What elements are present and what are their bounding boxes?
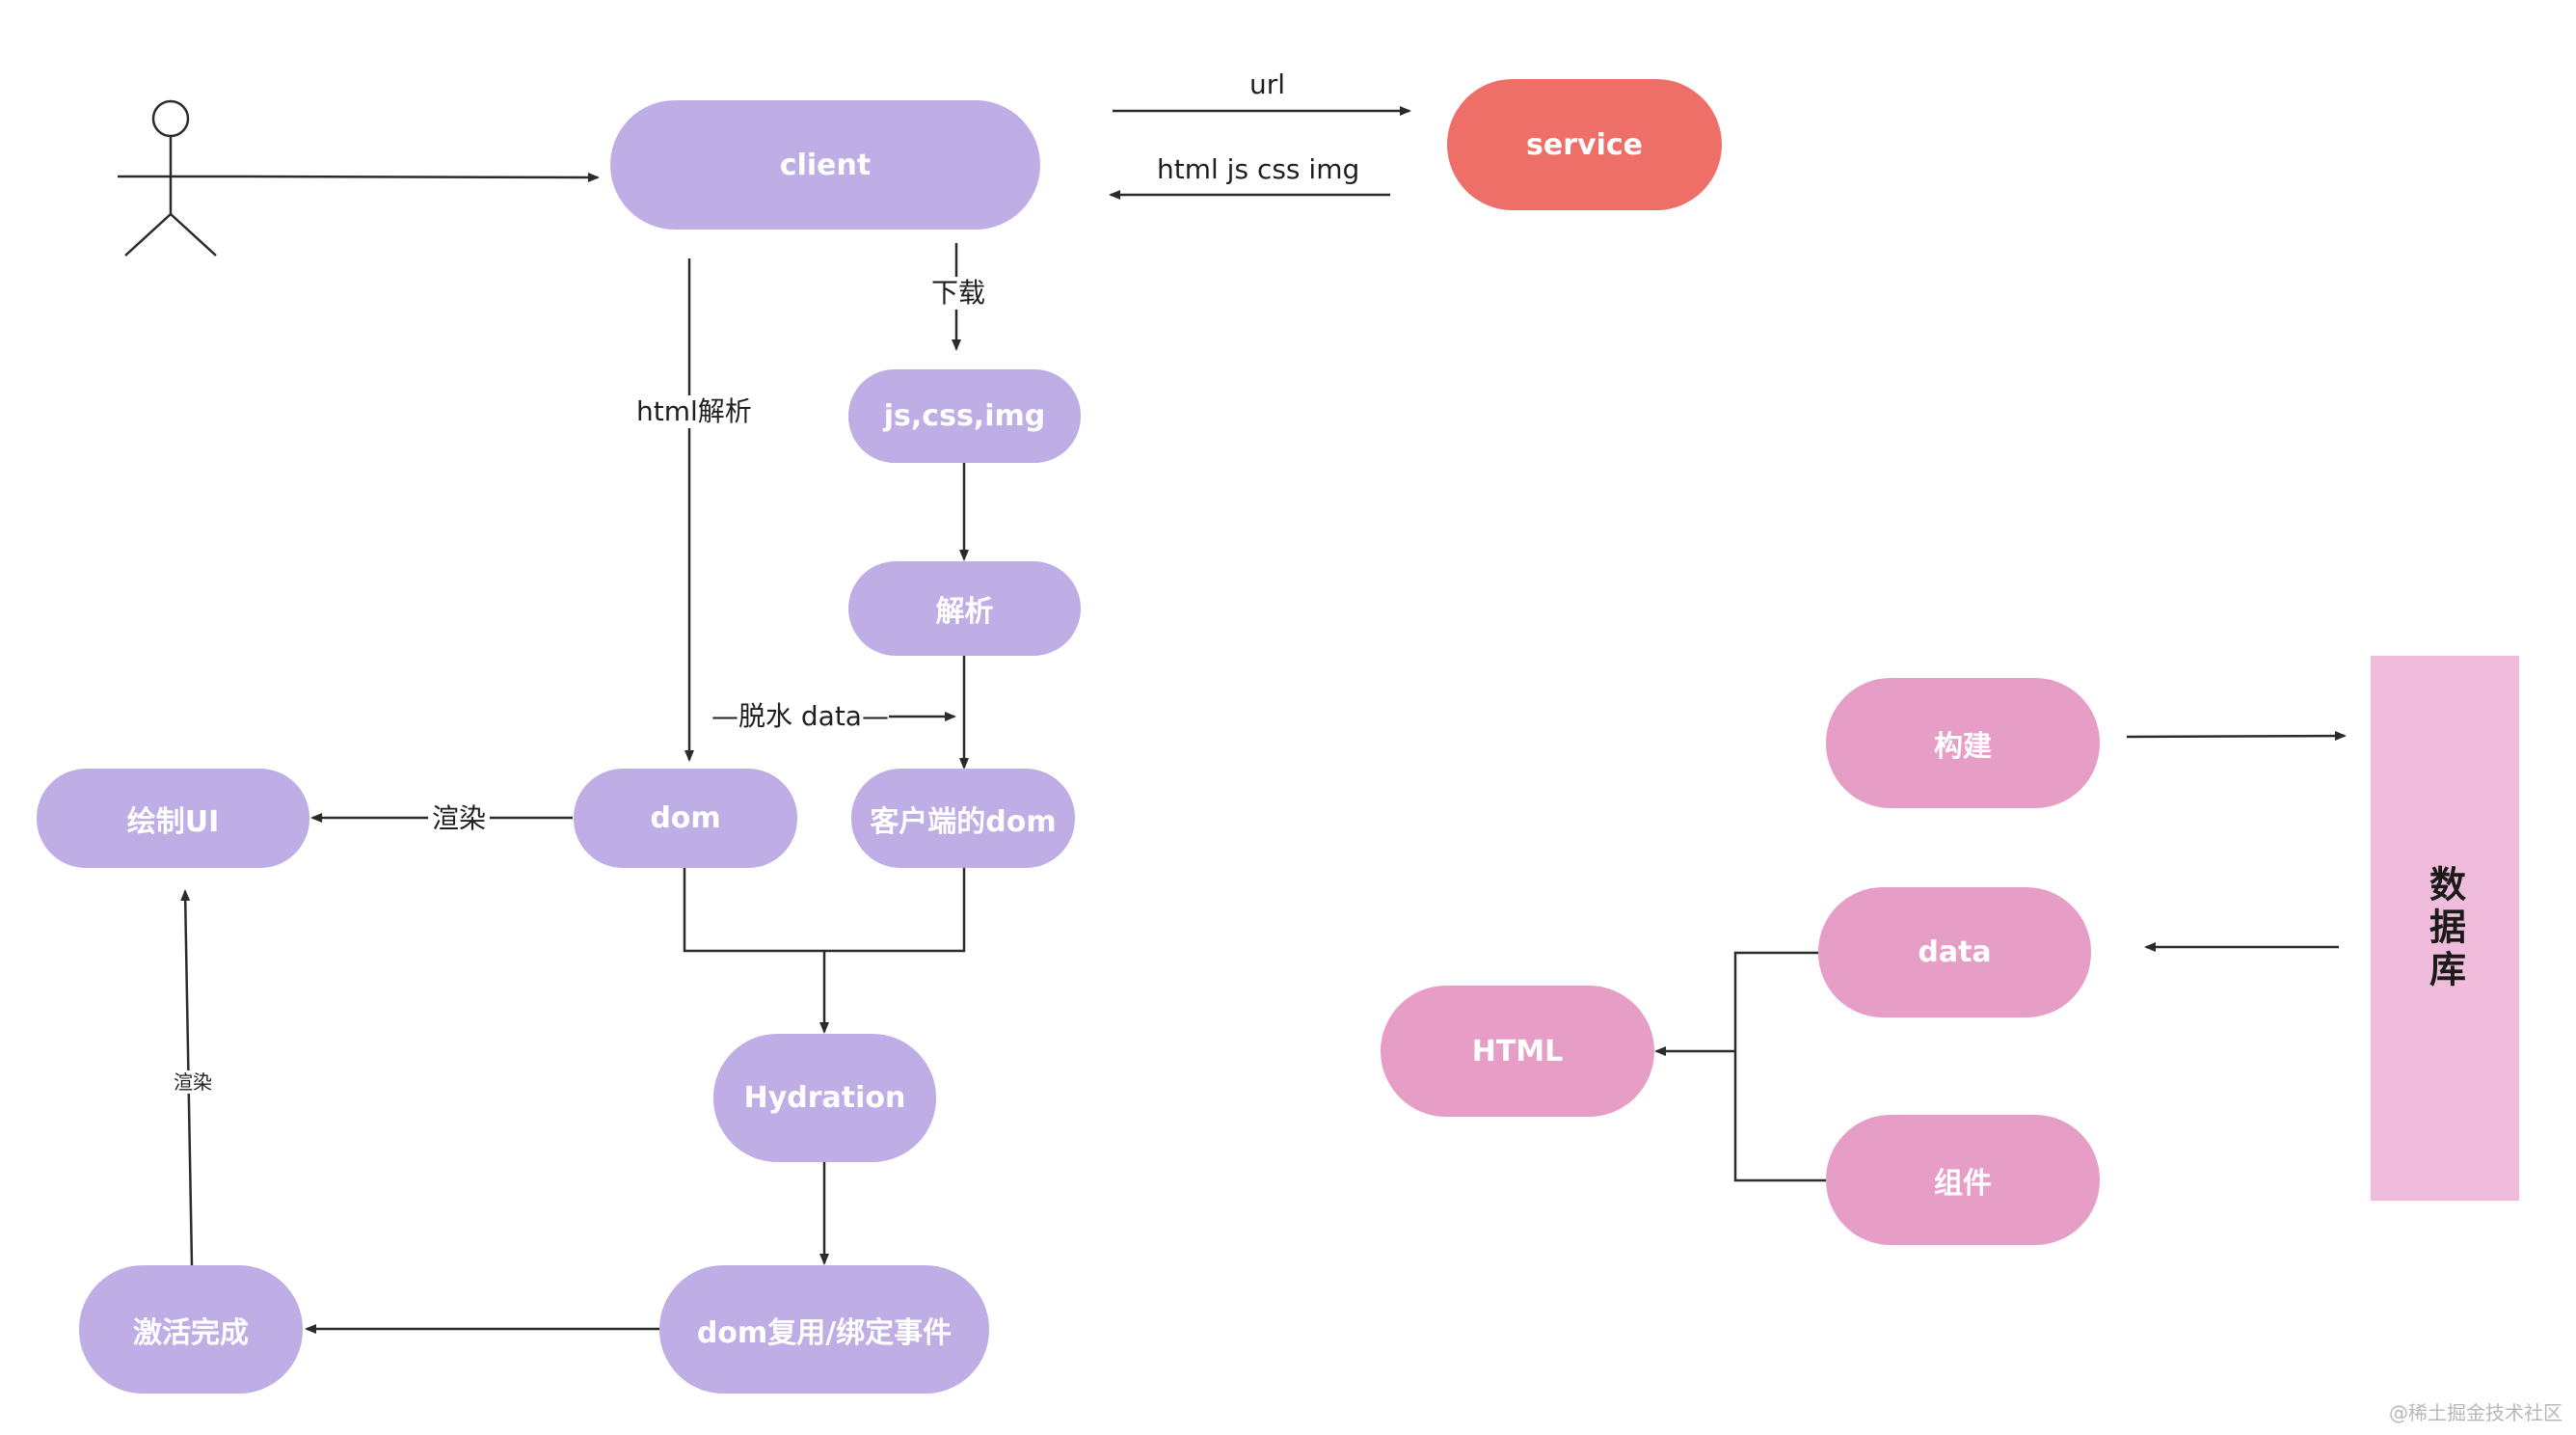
dom-node: dom (574, 769, 797, 868)
edge-user-client (223, 172, 600, 182)
draw-ui-node: 绘制UI (37, 769, 309, 868)
parse-node: 解析 (848, 561, 1081, 656)
database-node: 数据库 (2371, 656, 2519, 1201)
html-js-css-img-label: html js css img (1157, 153, 1360, 185)
html-parse-label: html解析 (632, 395, 756, 428)
user-actor-icon (118, 99, 224, 257)
watermark: @稀土掘金技术社区 (2389, 1401, 2563, 1424)
service-node: service (1447, 79, 1722, 210)
database-label: 数据库 (2423, 864, 2466, 992)
build-node: 构建 (1826, 678, 2100, 808)
client-dom-node: 客户端的dom (851, 769, 1075, 868)
render-label: 渲染 (428, 802, 491, 835)
edge-merge-hydration (683, 868, 966, 953)
reuse-dom-node: dom复用/绑定事件 (659, 1265, 989, 1394)
edge-merge-html (1733, 951, 1826, 1182)
edge-build-db (2126, 731, 2347, 742)
hydration-node: Hydration (713, 1034, 936, 1162)
dehydrate-data-label: —脱水 data— (711, 700, 889, 733)
url-label: url (1249, 68, 1286, 100)
download-label: 下载 (927, 277, 990, 310)
component-node: 组件 (1826, 1115, 2100, 1245)
html-node: HTML (1381, 986, 1654, 1117)
assets-node: js,css,img (848, 369, 1081, 463)
data-node: data (1818, 887, 2091, 1017)
activated-node: 激活完成 (79, 1265, 303, 1394)
render-small-label: 渲染 (170, 1070, 216, 1094)
client-node: client (610, 100, 1040, 230)
